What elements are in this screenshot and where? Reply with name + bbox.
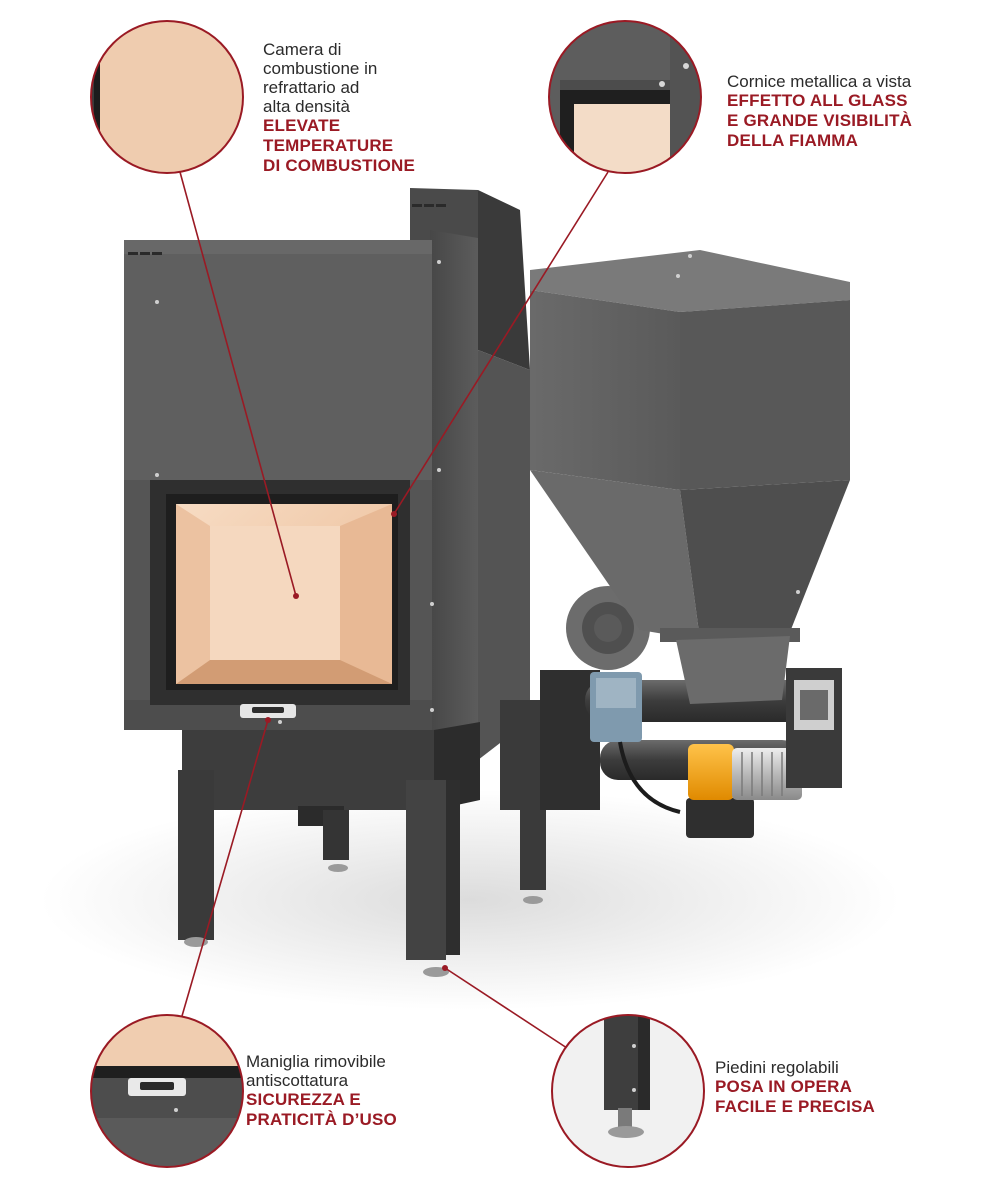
zoom-circle-adjustable-feet xyxy=(551,1014,705,1168)
zoom-circle-metal-frame xyxy=(548,20,702,174)
stove-body xyxy=(124,188,546,977)
callout-adjustable-feet: Piedini regolabili POSA IN OPERA FACILE … xyxy=(715,1058,945,1117)
callout-handle: Maniglia rimovibile antiscottatura SICUR… xyxy=(246,1052,466,1130)
floor-shadow xyxy=(40,790,900,1010)
leader-lines xyxy=(179,171,609,1051)
callout-adjustable-feet-highlight: POSA IN OPERA FACILE E PRECISA xyxy=(715,1077,876,1116)
callout-adjustable-feet-text: Piedini regolabili xyxy=(715,1058,839,1077)
zoom-circle-combustion-chamber xyxy=(90,20,244,174)
callout-handle-text: Maniglia rimovibile antiscottatura xyxy=(246,1052,386,1090)
feeder-assembly xyxy=(500,586,842,838)
callout-handle-highlight: SICUREZZA E PRATICITÀ D’USO xyxy=(246,1090,397,1129)
callout-combustion-chamber-highlight: ELEVATE TEMPERATURE DI COMBUSTIONE xyxy=(263,116,416,175)
callout-metal-frame-highlight: EFFETTO ALL GLASS E GRANDE VISIBILITÀ DE… xyxy=(727,91,913,150)
callout-metal-frame: Cornice metallica a vista EFFETTO ALL GL… xyxy=(727,72,967,151)
callout-metal-frame-text: Cornice metallica a vista xyxy=(727,72,912,91)
callout-combustion-chamber: Camera di combustione in refrattario ad … xyxy=(263,40,463,176)
pellet-hopper xyxy=(530,250,850,704)
zoom-circle-handle xyxy=(90,1014,244,1168)
callout-combustion-chamber-text: Camera di combustione in refrattario ad … xyxy=(263,40,378,116)
